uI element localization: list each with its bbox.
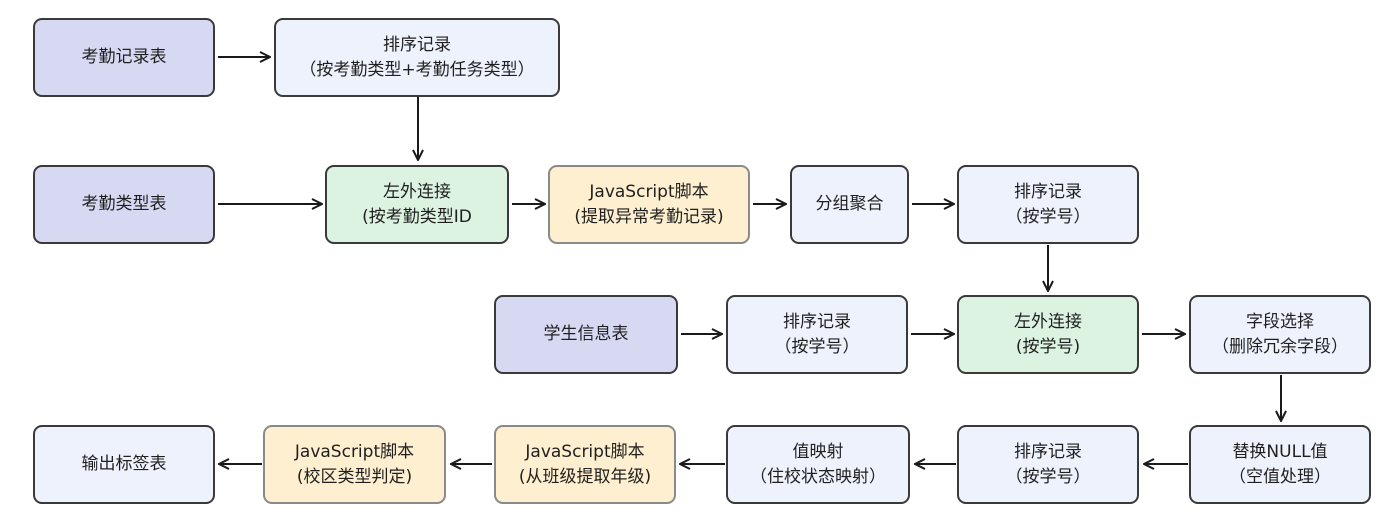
node-sublabel: （按学号） [1005,206,1091,227]
node-sort-student-2: 排序记录 （按学号） [726,295,908,374]
node-label: 值映射 [792,441,844,462]
node-field-select: 字段选择 （删除冗余字段） [1189,295,1371,374]
node-label: JavaScript脚本 [589,181,709,202]
node-sublabel: （按考勤类型+考勤任务类型） [299,59,535,80]
node-sublabel: （住校状态映射） [750,466,886,487]
node-sort-by-type: 排序记录 （按考勤类型+考勤任务类型） [274,18,560,97]
node-label: 字段选择 [1246,311,1314,332]
node-sort-student-3: 排序记录 （按学号） [957,425,1139,504]
node-type-table: 考勤类型表 [33,165,215,244]
node-replace-null: 替换NULL值 （空值处理） [1189,425,1371,504]
node-js-extract: JavaScript脚本 (提取异常考勤记录) [548,165,750,244]
node-left-join-type: 左外连接 (按考勤类型ID [325,165,509,244]
node-value-map: 值映射 （住校状态映射） [726,425,910,504]
node-label: 左外连接 [383,181,451,202]
node-left-join-student: 左外连接 (按学号) [957,295,1139,374]
node-label: 左外连接 [1014,311,1082,332]
node-label: 考勤记录表 [81,47,167,67]
node-sublabel: （按学号） [1005,466,1091,487]
node-label: 学生信息表 [543,324,629,344]
node-label: 输出标签表 [81,454,167,474]
node-group-agg: 分组聚合 [790,165,909,244]
node-student-table: 学生信息表 [494,295,678,374]
node-sublabel: (从班级提取年级) [518,466,652,487]
node-label: 替换NULL值 [1232,441,1328,462]
node-sort-student-1: 排序记录 （按学号） [957,165,1139,244]
node-label: 排序记录 [783,311,851,332]
node-js-campus: JavaScript脚本 (校区类型判定) [263,425,446,504]
node-label: 排序记录 [1014,181,1082,202]
node-label: JavaScript脚本 [294,441,415,462]
node-attendance-table: 考勤记录表 [33,18,215,97]
node-sublabel: （删除冗余字段） [1212,336,1348,357]
node-label: JavaScript脚本 [525,441,645,462]
node-label: 考勤类型表 [81,194,167,214]
node-sublabel: (校区类型判定) [296,466,413,487]
node-sublabel: （空值处理） [1229,466,1331,487]
node-sublabel: （按学号） [774,336,860,357]
node-label: 分组聚合 [815,194,884,214]
node-label: 排序记录 [383,34,451,55]
node-sublabel: (按学号) [1015,336,1081,357]
node-js-grade: JavaScript脚本 (从班级提取年级) [494,425,676,504]
node-sublabel: (按考勤类型ID [362,206,472,227]
node-output-table: 输出标签表 [33,425,215,504]
node-sublabel: (提取异常考勤记录) [574,206,724,227]
node-label: 排序记录 [1014,441,1082,462]
